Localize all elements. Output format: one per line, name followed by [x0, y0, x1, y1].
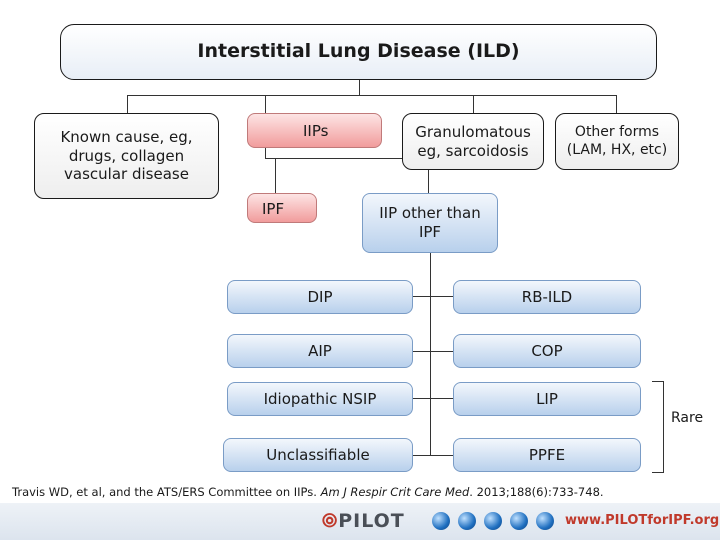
node-lip: LIP: [453, 382, 641, 416]
connector: [275, 158, 276, 193]
citation-journal: Am J Respir Crit Care Med: [320, 485, 470, 499]
node-other-forms: Other forms (LAM, HX, etc): [555, 113, 679, 170]
connector: [413, 398, 453, 399]
node-ipf: IPF: [247, 193, 317, 223]
connector: [428, 158, 429, 193]
node-aip: AIP: [227, 334, 413, 368]
node-iip-other: IIP other than IPF: [362, 193, 498, 253]
citation-authors: Travis WD, et al, and the ATS/ERS Commit…: [12, 485, 321, 499]
node-nsip: Idiopathic NSIP: [227, 382, 413, 416]
pilot-logo: ⦾PILOT: [322, 510, 405, 532]
rare-label: Rare: [671, 410, 704, 426]
globe-icon: [432, 512, 450, 530]
connector: [473, 95, 474, 113]
node-unclassifiable: Unclassifiable: [223, 438, 413, 472]
connector: [265, 158, 428, 159]
node-ppfe: PPFE: [453, 438, 641, 472]
node-cop: COP: [453, 334, 641, 368]
connector: [413, 351, 453, 352]
connector: [127, 95, 128, 113]
logo-text: PILOT: [338, 510, 405, 532]
connector: [265, 95, 266, 113]
connector: [413, 296, 453, 297]
node-dip: DIP: [227, 280, 413, 314]
globe-icon: [484, 512, 502, 530]
citation-details: . 2013;188(6):733-748.: [469, 485, 604, 499]
node-granulomatous: Granulomatous eg, sarcoidosis: [402, 113, 544, 170]
connector: [265, 148, 266, 158]
citation: Travis WD, et al, and the ATS/ERS Commit…: [12, 485, 604, 499]
connector: [413, 455, 453, 456]
globe-icon: [536, 512, 554, 530]
globe-icon: [458, 512, 476, 530]
globe-icon: [510, 512, 528, 530]
rare-bracket: [652, 381, 664, 473]
connector: [359, 80, 360, 95]
website-link[interactable]: www.PILOTforIPF.org: [565, 513, 720, 528]
node-iips: IIPs: [247, 113, 382, 148]
node-known-cause: Known cause, eg, drugs, collagen vascula…: [34, 113, 219, 199]
connector: [127, 95, 617, 96]
connector: [430, 253, 431, 456]
diagram-title: Interstitial Lung Disease (ILD): [60, 24, 657, 80]
footer-bar: [0, 503, 720, 540]
node-rb-ild: RB-ILD: [453, 280, 641, 314]
connector: [616, 95, 617, 113]
